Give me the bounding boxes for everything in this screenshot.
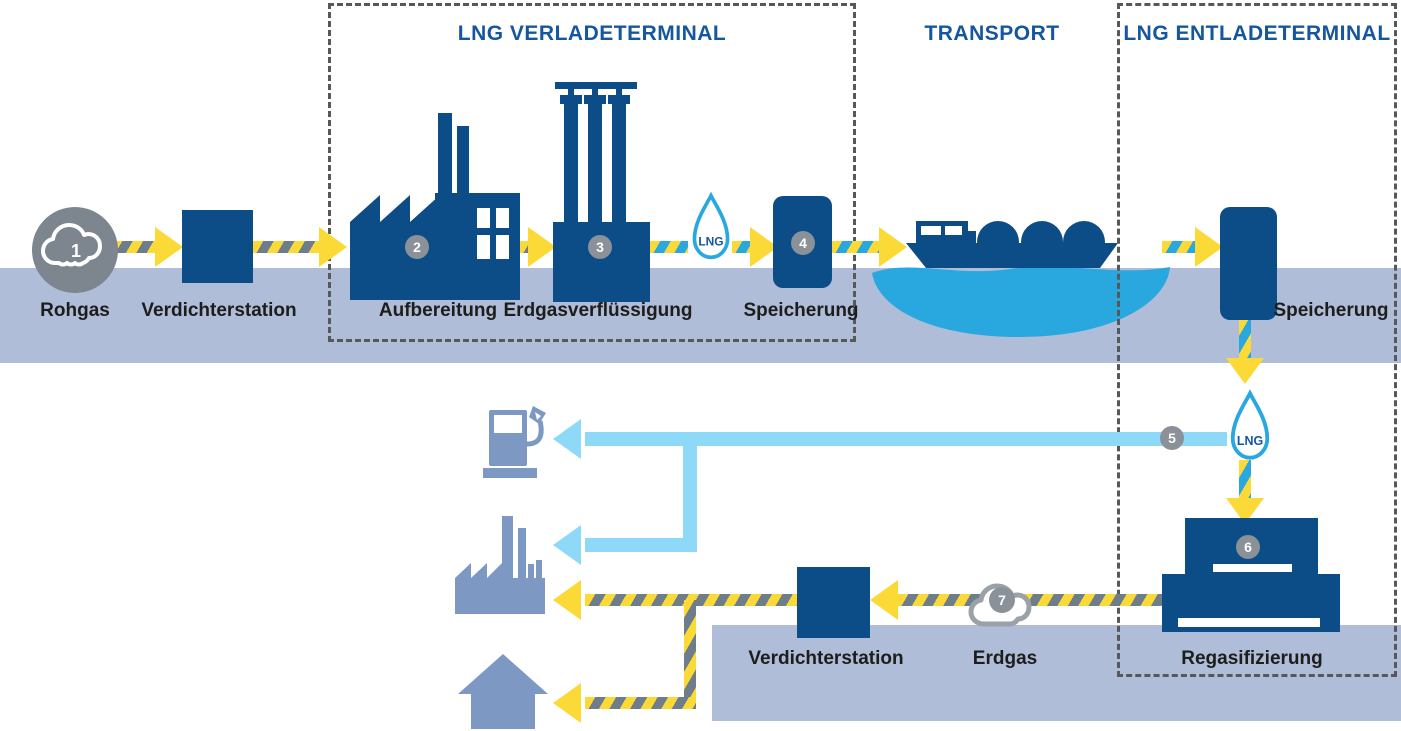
- svg-text:7: 7: [998, 592, 1006, 608]
- section-title-transport: TRANSPORT: [924, 22, 1060, 45]
- lng-tanker-ship-icon: [870, 215, 1172, 340]
- label-erdgas: Erdgas: [972, 648, 1038, 669]
- factory-consumer-icon: [455, 516, 547, 614]
- pipe-aufbereitung-verfluessigung: [520, 241, 530, 253]
- compressor-station-bottom-icon: [797, 567, 870, 638]
- label-rohgas: Rohgas: [40, 300, 110, 321]
- pipe-gas-branch-vertical: [684, 600, 696, 706]
- step-badge-3: 3: [588, 235, 612, 259]
- lng-droplet-verlade-icon: LNG: [688, 190, 734, 264]
- arrow-into-verdichter-bottom: [870, 580, 898, 620]
- svg-text:1: 1: [71, 241, 81, 261]
- treatment-plant-icon: [350, 113, 520, 300]
- liquefaction-plant-icon: [553, 82, 653, 302]
- arrow-into-factory-gas: [553, 580, 581, 620]
- pipe-speicherung-ship: [832, 241, 882, 253]
- svg-text:LNG: LNG: [1237, 434, 1263, 448]
- step-badge-2: 2: [405, 235, 429, 259]
- arrow-into-verdichter: [155, 227, 183, 267]
- label-speicherung-verlade: Speicherung: [743, 300, 859, 321]
- arrow-into-aufbereitung: [319, 227, 347, 267]
- pipe-entladetank-droplet: [1239, 318, 1251, 362]
- section-title-entladeterminal: LNG ENTLADETERMINAL: [1123, 22, 1391, 45]
- storage-tank-entlade-icon: [1220, 207, 1277, 320]
- lng-line-to-factory: [585, 538, 697, 552]
- arrow-down-into-droplet: [1226, 358, 1264, 384]
- svg-text:LNG: LNG: [698, 234, 723, 248]
- label-speicherung-entlade: Speicherung: [1273, 300, 1389, 321]
- pipe-gas-to-house: [585, 697, 696, 709]
- pipe-verdichter-aufbereitung: [253, 241, 320, 253]
- regasification-plant-icon: [1160, 516, 1342, 634]
- arrow-into-fuel-station: [553, 419, 581, 459]
- label-regasifizierung: Regasifizierung: [1181, 648, 1323, 669]
- pipe-droplet-regas: [1239, 460, 1251, 502]
- pipe-ship-entladetank: [1162, 241, 1198, 253]
- pipe-verfluessigung-droplet: [650, 241, 688, 253]
- label-erdgasverfluessigung: Erdgasverflüssigung: [503, 300, 693, 321]
- step-badge-6: 6: [1236, 535, 1260, 559]
- raw-gas-cloud-icon: 1: [31, 206, 119, 294]
- lng-line-branch-vertical: [683, 432, 697, 552]
- house-icon: [458, 652, 548, 729]
- process-band-bottom: [712, 625, 1401, 721]
- arrow-into-verfluessigung: [528, 227, 556, 267]
- section-title-verladeterminal: LNG VERLADETERMINAL: [457, 22, 727, 45]
- entladeterminal-box: [1117, 3, 1397, 677]
- lng-droplet-entlade-icon: LNG: [1226, 389, 1274, 463]
- label-verdichterstation-bottom: Verdichterstation: [748, 648, 904, 669]
- label-aufbereitung: Aufbereitung: [378, 300, 498, 321]
- label-verdichterstation-top: Verdichterstation: [141, 300, 297, 321]
- process-band-top: [0, 268, 1401, 363]
- arrow-into-entladetank: [1195, 227, 1223, 267]
- pipe-regas-verdichter: [898, 594, 1162, 606]
- pipe-droplet-speicherung: [732, 241, 752, 253]
- natural-gas-cloud-icon: 7: [962, 570, 1048, 638]
- step-badge-5: 5: [1160, 426, 1184, 450]
- arrow-into-house: [553, 683, 581, 723]
- fuel-station-icon: [483, 404, 551, 478]
- lng-line-to-fuel-station: [585, 432, 1227, 446]
- step-badge-4: 4: [791, 231, 815, 255]
- compressor-station-top-icon: [182, 210, 253, 283]
- arrow-into-factory-lng: [553, 525, 581, 565]
- verladeterminal-box: [328, 3, 856, 342]
- arrow-into-ship: [879, 227, 907, 267]
- pipe-rohgas-verdichter: [112, 241, 160, 253]
